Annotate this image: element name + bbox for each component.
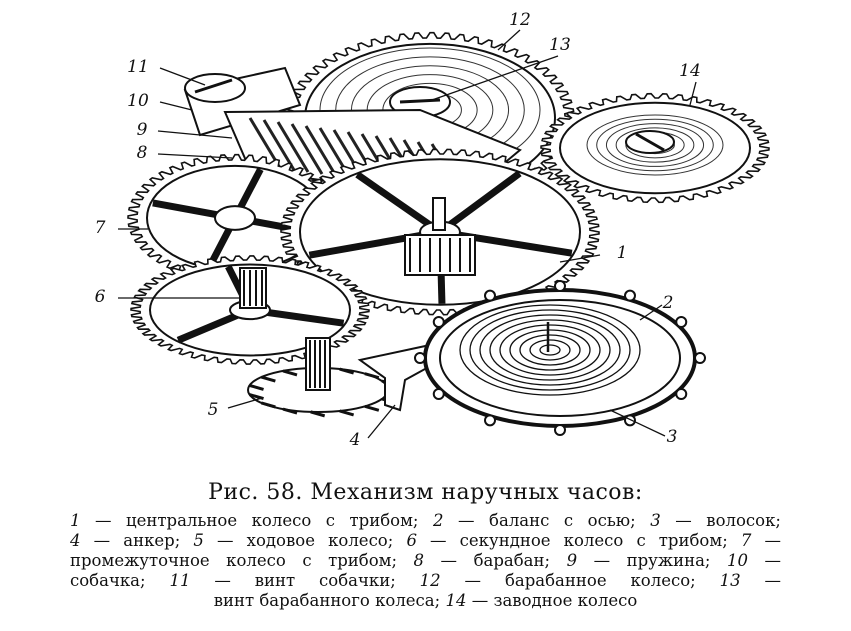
leader-line-1 <box>559 254 601 263</box>
mainspring-hatch <box>304 125 338 177</box>
legend-number: 2 <box>433 511 444 530</box>
click-screw <box>184 73 246 103</box>
legend-text: секундное колесо с трибом; <box>459 531 728 550</box>
legend-number: 4 <box>70 531 81 550</box>
mainspring-hatch <box>276 121 310 173</box>
click-screw-slot <box>194 78 233 94</box>
legend-number: 5 <box>193 531 204 550</box>
legend-number: 6 <box>406 531 417 550</box>
caption-legend: 1 — центральное колесо с трибом; 2 — бал… <box>0 511 851 611</box>
part-label-3: 3 <box>667 427 678 447</box>
legend-text: промежуточное колесо с трибом; <box>70 551 398 570</box>
leader-line-3 <box>609 409 666 437</box>
legend-number: 13 <box>719 571 741 590</box>
leader-line-4 <box>367 404 396 439</box>
part-label-11: 11 <box>127 57 149 77</box>
leader-line-13 <box>431 55 559 101</box>
legend-text: волосок; <box>706 511 781 530</box>
part-label-2: 2 <box>662 293 674 313</box>
legend-line: 4 — анкер; 5 — ходовое колесо; 6 — секун… <box>70 531 782 550</box>
part-label-9: 9 <box>137 120 148 140</box>
legend-number: 7 <box>740 531 752 550</box>
part-label-10: 10 <box>127 91 149 111</box>
legend-text: пружина; <box>626 551 711 570</box>
leader-line-11 <box>159 67 206 86</box>
part-label-12: 12 <box>509 10 531 30</box>
legend-number: 12 <box>419 571 441 590</box>
legend-text: собачка; <box>70 571 146 590</box>
leader-line-8 <box>157 153 233 159</box>
legend-text: центральное колесо с трибом; <box>126 511 419 530</box>
leader-line-12 <box>497 29 521 51</box>
leader-line-9 <box>157 130 233 139</box>
legend-text: заводное колесо <box>493 591 638 610</box>
part-label-7: 7 <box>95 218 106 238</box>
intermediate-wheel <box>127 153 343 283</box>
mainspring-hatch <box>262 119 296 171</box>
legend-number: 3 <box>650 511 661 530</box>
legend-text: баланс с осью; <box>489 511 636 530</box>
legend-number: 10 <box>726 551 748 570</box>
caption-title: Рис. 58. Механизм наручных часов: <box>208 480 643 505</box>
part-label-5: 5 <box>208 400 219 420</box>
legend-line: промежуточное колесо с трибом; 8 — бараб… <box>70 551 781 570</box>
legend-text: барабанное колесо; <box>504 571 696 590</box>
figure-caption: Рис. 58. Механизм наручных часов: 1 — це… <box>0 480 851 611</box>
legend-number: 9 <box>566 551 578 570</box>
leader-line-2 <box>639 304 663 321</box>
barrel-wheel-screw-slot <box>399 98 441 104</box>
part-label-6: 6 <box>95 287 106 307</box>
legend-text: анкер; <box>123 531 181 550</box>
center-wheel <box>280 148 600 316</box>
legend-line: винт барабанного колеса; 14 — заводное к… <box>213 591 638 610</box>
center-wheel-arbor <box>432 197 446 231</box>
part-label-8: 8 <box>137 143 148 163</box>
leader-line-5 <box>227 397 263 409</box>
balance-wheel <box>414 280 706 436</box>
legend-text: ходовое колесо; <box>246 531 394 550</box>
legend-number: 8 <box>413 551 425 570</box>
part-label-4: 4 <box>349 430 361 450</box>
leader-line-14 <box>689 81 697 106</box>
legend-text: винт собачки; <box>254 571 396 590</box>
part-label-13: 13 <box>549 35 571 55</box>
part-label-1: 1 <box>617 243 628 263</box>
legend-number: 11 <box>169 571 191 590</box>
legend-number: 1 <box>70 511 81 530</box>
hairspring <box>459 304 641 396</box>
part-label-14: 14 <box>679 61 701 81</box>
mainspring-hatch <box>290 123 324 175</box>
winding-wheel-screw-slot <box>635 132 665 152</box>
legend-text: барабан; <box>473 551 551 570</box>
legend-line: собачка; 11 — винт собачки; 12 — барабан… <box>70 571 781 590</box>
legend-text: винт барабанного колеса; <box>213 591 441 610</box>
leader-line-10 <box>159 101 193 111</box>
legend-number: 14 <box>445 591 467 610</box>
legend-line: 1 — центральное колесо с трибом; 2 — бал… <box>70 511 781 530</box>
